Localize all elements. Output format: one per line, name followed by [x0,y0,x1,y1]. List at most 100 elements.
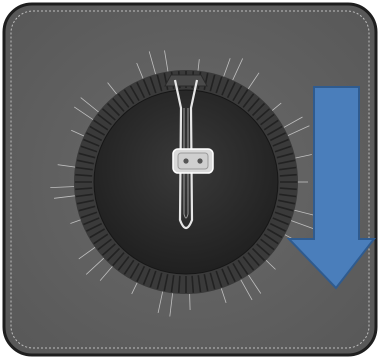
grip-ridge [75,187,93,191]
grip-ridge [112,97,125,112]
wire-loop-outer [173,79,199,230]
knob-top-notch [164,74,208,87]
grip-ridge [112,252,125,267]
grip-ridge [117,256,130,271]
knob-grip-ridges [75,71,297,293]
grip-ridge [256,243,271,256]
grip-ridge [278,199,296,205]
grip-ridge [221,79,230,96]
grip-ridge [75,173,93,177]
grip-ridge [279,193,297,198]
grip-ridge [129,85,140,102]
grip-ridge [86,132,103,142]
grip-ridge [215,76,223,94]
grip-ridge [93,233,109,245]
grip-ridge [89,125,106,136]
grip-ridge [101,243,116,256]
hairline [80,97,102,115]
hairline [169,289,174,317]
grip-ridge [203,72,209,90]
hairline [148,51,158,79]
grip-ridge [106,247,121,262]
grip-ridge [278,159,296,165]
grip-ridge [75,193,93,198]
wire-loop-inner [183,108,189,219]
hairline [164,50,169,76]
grip-ridge [177,275,181,293]
grip-ridge [78,152,96,159]
wire-clip-icon [172,148,214,174]
grip-ridge [279,173,297,177]
grip-ridge [83,217,100,226]
grip-ridge [266,228,283,239]
grip-ridge [209,74,216,92]
hairline [230,58,244,84]
grip-ridge [156,74,163,92]
grip-ridge [117,93,130,108]
grip-ridge [101,108,116,121]
grip-ridge [226,265,236,282]
grip-ridge [76,159,94,165]
grip-ridge [136,82,146,99]
grip-ridge [197,275,202,293]
grip-ridge [93,119,109,131]
grip-ridge [89,228,106,239]
grip-ridge [266,125,283,136]
grip-ridge [269,222,286,232]
hairline [245,271,262,294]
grip-ridge [170,275,175,293]
hairline [53,194,79,199]
grip-ridge [274,145,292,153]
grip-ridge [123,259,135,275]
grip-ridge [97,113,112,126]
grip-ridge [276,205,294,212]
grip-ridge [260,113,275,126]
grip-ridge [272,138,289,147]
knob-face[interactable] [93,89,279,275]
grip-ridge [279,166,297,171]
grip-ridge [247,252,260,267]
grip-ridge [76,199,94,205]
grip-ridge [163,72,169,90]
grip-ridge [156,272,163,290]
hairline [280,116,303,130]
grip-ridge [106,102,121,117]
hairline [157,287,164,313]
grip-ridge [136,265,146,282]
grip-ridge [232,85,243,102]
grip-ridge [260,238,275,251]
grip-ridge [242,93,255,108]
hairline [73,106,97,123]
grip-ridge [142,268,151,285]
grip-ridge [232,262,243,279]
grip-ridge [163,274,169,292]
hairline [287,218,314,230]
hairline [238,276,253,301]
grip-ridge [256,108,271,121]
grip-ridge [123,89,135,105]
hairline [290,208,315,216]
grip-ridge [242,256,255,271]
grip-ridge [80,211,98,219]
grip-ridge [75,166,93,171]
grip-ridge [263,233,279,245]
grip-ridge [237,259,249,275]
panel-stitch-border [10,10,370,349]
grip-ridge [129,262,140,279]
grip-ridge [272,217,289,226]
grip-ridge [80,145,98,153]
grip-ridge [149,270,157,288]
arrow-down-icon [286,86,377,290]
hairline [85,255,107,275]
grip-ridge [78,205,96,212]
grip-ridge [86,222,103,232]
grip-ridge [276,152,294,159]
grip-ridge [191,275,195,293]
hairline [50,186,79,188]
grip-ridge [251,102,266,117]
grip-ridge [269,132,286,142]
grip-ridge [83,138,100,147]
grip-ridge [203,274,209,292]
grip-ridge [251,247,266,262]
